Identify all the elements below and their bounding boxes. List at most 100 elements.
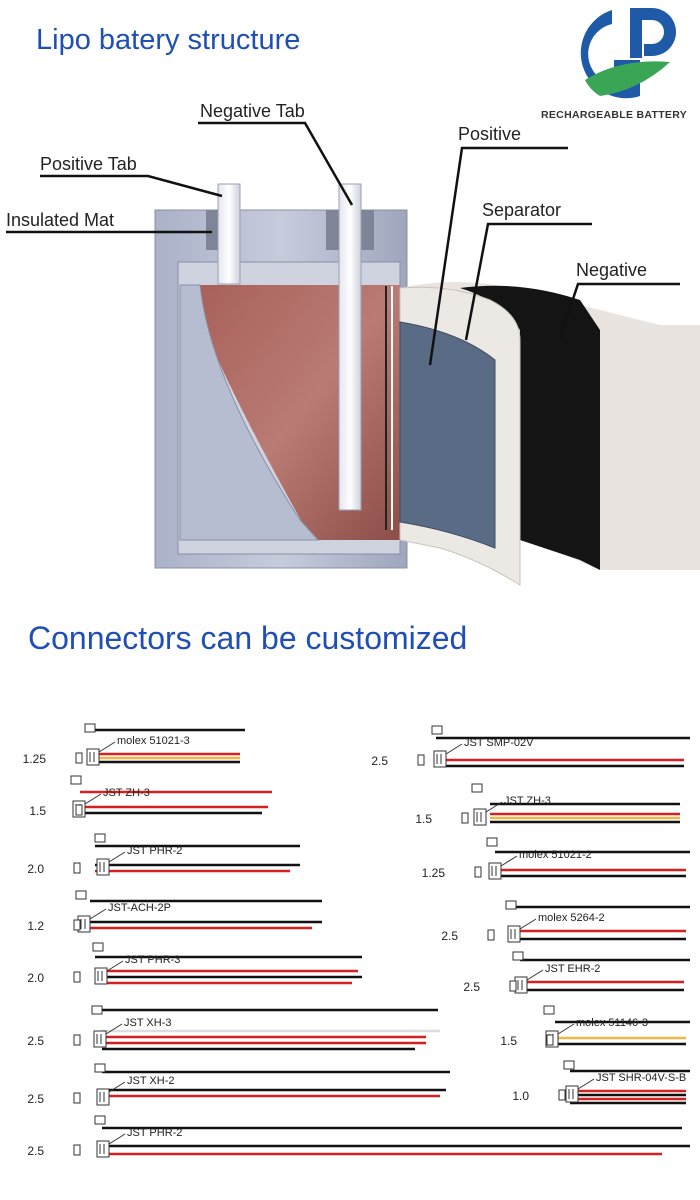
pitch-label: 2.5 [463,980,480,994]
connector-end [73,971,81,983]
connector-housing [545,1030,559,1048]
connector-end [509,980,517,992]
connector-name: JST-ACH-2P [108,902,171,914]
pitch-label: 2.5 [441,929,458,943]
connector-right-5: 1.5 molex 51146-3 [500,1005,690,1048]
leader-line [105,1023,123,1035]
connector-housing [96,1140,110,1158]
connector-name: molex 51021-3 [117,735,190,747]
connector-right-0: 2.5 JST SMP-02V [371,725,690,768]
connector-name: molex 51146-3 [576,1017,648,1029]
pitch-label: 1.5 [415,812,432,826]
connector-housing [96,1088,110,1106]
pitch-label: 1.0 [512,1089,529,1103]
battery-structure-diagram: Negative Tab Positive Tab Insulated Mat … [6,101,700,586]
pitch-label: 1.5 [29,804,46,818]
connector-housing-top [563,1060,575,1070]
connector-left-3: 1.2 JST-ACH-2P [27,890,322,933]
connector-name: molex 51021-2 [519,849,592,861]
leader-line [108,851,126,863]
connector-end [75,752,83,764]
connector-housing-top [92,942,104,952]
connector-housing-top [431,725,443,735]
label-negative: Negative [576,260,647,280]
connector-housing-top [84,723,96,733]
leader-line [577,1078,595,1090]
connector-end [73,1034,81,1046]
leader-line [500,855,518,867]
connector-name: JST PHR-2 [127,845,182,857]
connector-end [73,1092,81,1104]
connector-housing [488,862,502,880]
connector-housing [96,858,110,876]
connector-housing-top [70,775,82,785]
connector-end [75,804,83,816]
leader-line [526,969,544,981]
connector-housing [433,750,447,768]
connector-housing-top [94,833,106,843]
connector-name: JST ZH-3 [504,795,551,807]
leader-line [445,743,463,755]
label-separator: Separator [482,200,561,220]
connector-housing-top [486,837,498,847]
label-positive: Positive [458,124,521,144]
connector-housing [93,1030,107,1048]
connectors-title: Connectors can be customized [28,620,468,656]
connector-left-5: 2.5 JST XH-3 [27,1005,440,1051]
leader-line [108,1081,126,1093]
connector-right-6: 1.0 JST SHR-04V-S-B [512,1060,690,1105]
leader-line [519,918,537,930]
positive-tab [217,183,241,285]
label-positive-tab: Positive Tab [40,154,137,174]
leader-line [557,1023,575,1035]
connector-end [474,866,482,878]
connector-end [73,919,81,931]
connector-housing [72,800,86,818]
connector-name: JST EHR-2 [545,963,600,975]
leader-line [485,801,503,813]
leader-line [89,908,107,920]
connector-end [461,812,469,824]
connector-name: JST XH-3 [124,1017,171,1029]
connector-housing [473,808,487,826]
pitch-label: 2.0 [27,971,44,985]
leader-line [106,960,124,972]
leader-line [98,741,116,753]
label-insulated-mat: Insulated Mat [6,210,114,230]
connector-housing [507,925,521,943]
connector-end [73,1144,81,1156]
pitch-label: 2.5 [371,754,388,768]
label-negative-tab: Negative Tab [200,101,305,121]
connector-housing-top [75,890,87,900]
connector-name: JST SMP-02V [464,737,534,749]
connector-housing-top [94,1115,106,1125]
connector-right-1: 1.5 JST ZH-3 [415,783,680,826]
pitch-label: 2.5 [27,1144,44,1158]
positive-layer [399,321,496,549]
pitch-label: 1.2 [27,919,44,933]
pitch-label: 2.5 [27,1034,44,1048]
connector-end [487,929,495,941]
connector-housing [94,967,108,985]
connector-name: JST XH-2 [127,1075,174,1087]
leader-line [84,793,102,805]
connector-housing-top [94,1063,106,1073]
pitch-label: 1.5 [500,1034,517,1048]
connector-name: molex 5264-2 [538,912,605,924]
pitch-label: 1.25 [23,752,47,766]
connector-housing-top [505,900,517,910]
connector-housing [565,1085,579,1103]
connector-housing-top [471,783,483,793]
logo-tagline: RECHARGEABLE BATTERY [541,109,688,121]
connector-housing [514,976,528,994]
leader-line [108,1133,126,1145]
connector-right-3: 2.5 molex 5264-2 [441,900,690,943]
connector-name: JST SHR-04V-S-B [596,1072,686,1084]
connector-housing [86,748,100,766]
